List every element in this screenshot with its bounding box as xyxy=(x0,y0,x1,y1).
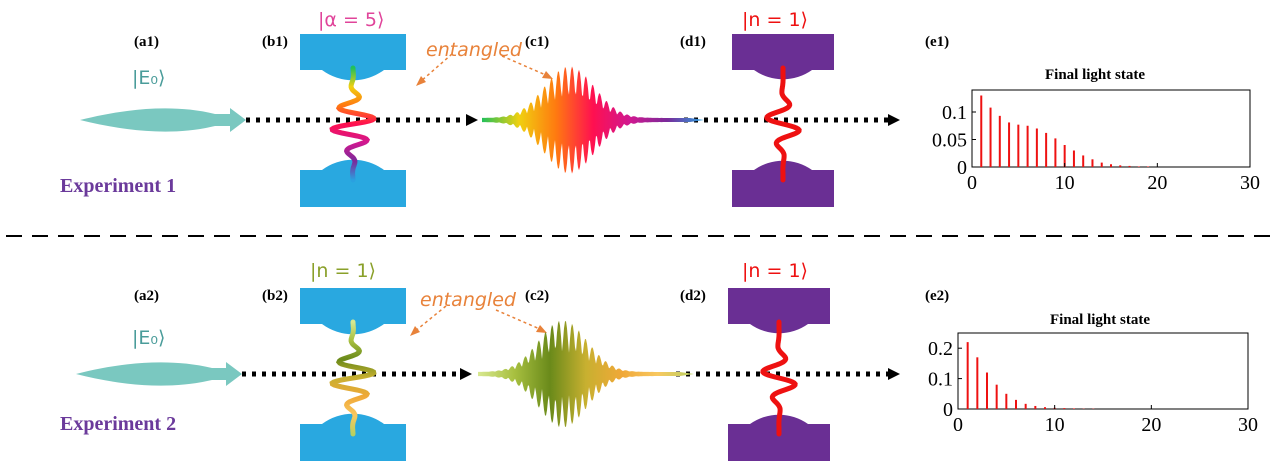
cavity-2 xyxy=(732,34,834,207)
entangled-label: entangled xyxy=(420,289,517,311)
entangled-arrow-left xyxy=(419,53,453,83)
y-tick-label: 0.1 xyxy=(928,369,953,391)
entangled-arrow-right xyxy=(495,309,543,331)
cavity-field-wave xyxy=(760,319,798,437)
entangled-arrowhead xyxy=(536,325,547,333)
panel-label-c: (c1) xyxy=(525,34,549,50)
entangled-label: entangled xyxy=(426,39,523,61)
input-pulse xyxy=(76,362,242,386)
panel-label-d: (d1) xyxy=(680,34,706,50)
cavity-1 xyxy=(300,34,406,207)
cavity-1 xyxy=(300,288,406,461)
cavity-2 xyxy=(728,288,830,461)
cavity1-state-ket: |n = 1⟩ xyxy=(310,260,376,282)
beam-arrowhead xyxy=(460,368,472,380)
chart-title: Final light state xyxy=(1045,67,1145,83)
entangled-arrowhead xyxy=(542,71,553,79)
panel-label-e: (e2) xyxy=(925,288,949,304)
panel-label-e: (e1) xyxy=(925,34,949,50)
experiment-row-1: (a1) (b1) (c1) (d1) (e1) Experiment 1 |E… xyxy=(60,9,1260,207)
chart-axes-frame xyxy=(971,89,1251,168)
cavity-field-wave xyxy=(329,319,377,437)
x-tick-label: 0 xyxy=(953,414,963,436)
cavity-mirror-bottom xyxy=(300,159,406,207)
cavity-mirror-top xyxy=(300,34,406,81)
y-tick-label: 0.1 xyxy=(942,102,967,124)
y-tick-label: 0 xyxy=(943,399,953,421)
cavity-mirror-top xyxy=(300,288,406,335)
cavity-field-wave xyxy=(764,65,802,183)
entangled-arrowhead xyxy=(416,76,426,86)
y-tick-label: 0.05 xyxy=(932,130,967,152)
cavity1-state-ket: |α = 5⟩ xyxy=(318,9,384,31)
x-tick-label: 30 xyxy=(1238,414,1258,436)
panel-label-a: (a1) xyxy=(134,34,159,50)
chart-title: Final light state xyxy=(1050,312,1150,328)
cavity-mirror-top xyxy=(732,34,834,80)
input-state-ket: |E₀⟩ xyxy=(132,67,165,89)
panel-label-d: (d2) xyxy=(680,288,706,304)
cavity-mirror-top xyxy=(728,288,830,334)
beam-arrowhead xyxy=(888,368,900,380)
cavity2-state-ket: |n = 1⟩ xyxy=(742,260,808,282)
x-tick-label: 20 xyxy=(1141,414,1161,436)
experiment-label: Experiment 2 xyxy=(60,413,176,435)
beam-arrowhead xyxy=(888,114,900,126)
input-state-ket: |E₀⟩ xyxy=(132,327,165,349)
x-tick-label: 10 xyxy=(1045,414,1065,436)
y-tick-label: 0 xyxy=(957,157,967,179)
x-tick-label: 0 xyxy=(967,172,977,194)
y-tick-label: 0.2 xyxy=(928,338,953,360)
panel-label-a: (a2) xyxy=(134,288,159,304)
cavity-mirror-bottom xyxy=(300,413,406,461)
cavity-mirror-bottom xyxy=(728,414,830,461)
entangled-arrow-left xyxy=(413,305,447,333)
cavity-field-wave xyxy=(329,65,377,183)
cavity-mirror-bottom xyxy=(732,160,834,207)
panel-label-c: (c2) xyxy=(525,288,549,304)
final-light-state-chart: Final light state 0 10 20 30 0 0.1 0.2 xyxy=(928,312,1258,436)
x-tick-label: 10 xyxy=(1055,172,1075,194)
x-tick-label: 20 xyxy=(1147,172,1167,194)
experiment-row-2: (a2) (b2) (c2) (d2) (e2) Experiment 2 |E… xyxy=(60,260,1258,461)
x-tick-label: 30 xyxy=(1240,172,1260,194)
entangled-light-pulse xyxy=(478,320,694,428)
experiment-label: Experiment 1 xyxy=(60,175,176,197)
cavity2-state-ket: |n = 1⟩ xyxy=(742,9,808,31)
entangled-arrow-right xyxy=(501,55,549,77)
entangled-light-pulse xyxy=(482,66,704,174)
input-pulse xyxy=(80,108,246,132)
panel-label-b: (b2) xyxy=(262,288,288,304)
panel-label-b: (b1) xyxy=(262,34,288,50)
entangled-arrowhead xyxy=(410,326,420,336)
beam-arrowhead xyxy=(466,114,478,126)
chart-axes-frame xyxy=(957,332,1249,410)
